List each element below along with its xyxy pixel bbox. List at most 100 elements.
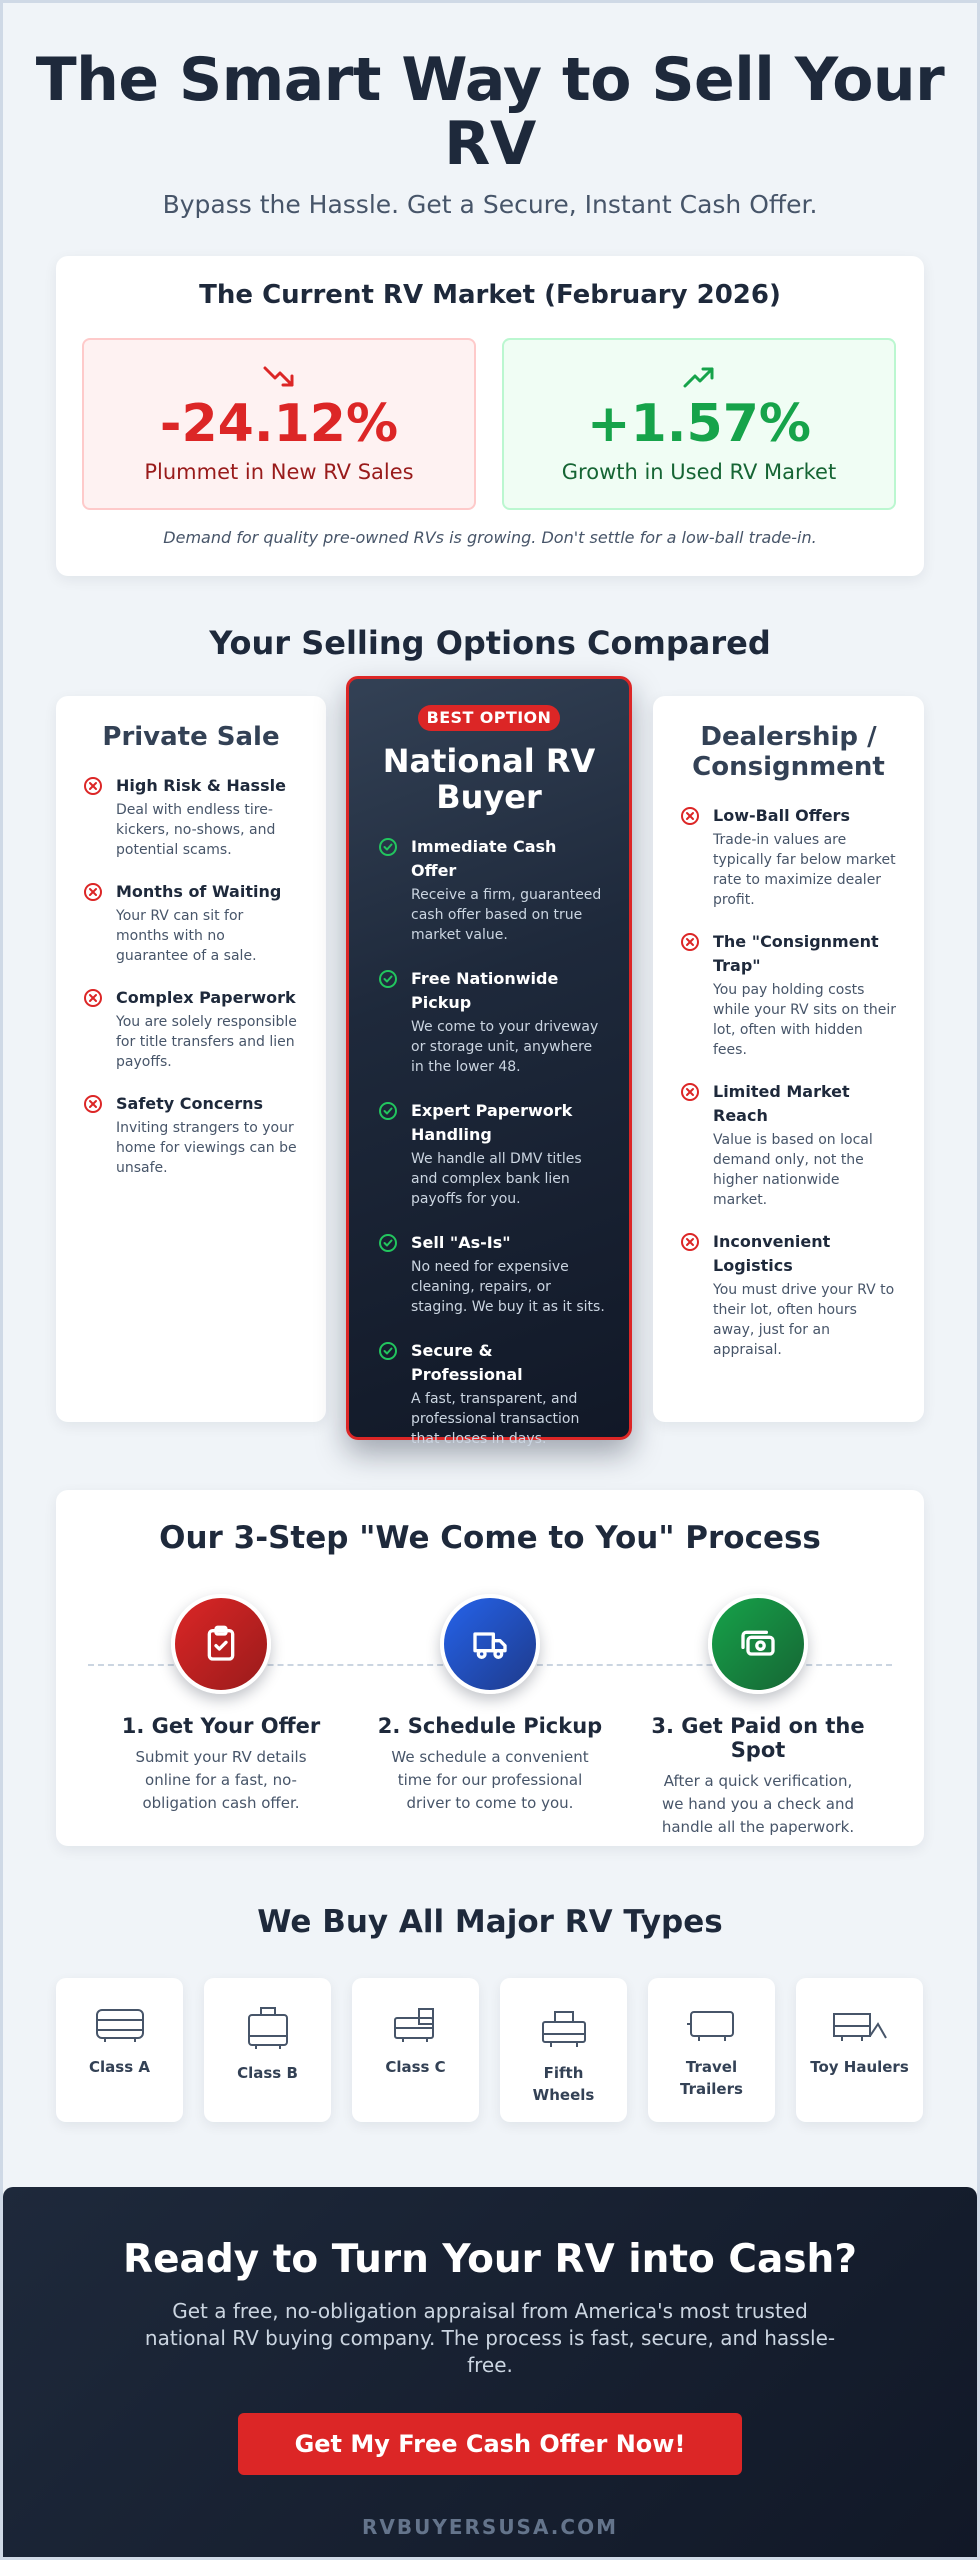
rv-types-title: We Buy All Major RV Types: [257, 1904, 723, 1940]
step-title: 2. Schedule Pickup: [377, 1714, 603, 1738]
feature-description: No need for expensive cleaning, repairs,…: [411, 1259, 605, 1315]
new-sales-label: Plummet in New RV Sales: [144, 460, 414, 484]
x-circle-icon: [679, 1231, 701, 1253]
rv-type-card[interactable]: Fifth Wheels: [500, 1978, 627, 2122]
cta-title: Ready to Turn Your RV into Cash?: [123, 2237, 857, 2282]
feature-title: Months of Waiting: [116, 882, 282, 901]
national-buyer-card: BEST OPTION National RV Buyer Immediate …: [346, 676, 632, 1447]
national-buyer-title: National RV Buyer: [382, 742, 596, 816]
feature-item: Expert Paperwork Handling We handle all D…: [377, 1099, 605, 1209]
feature-title: Expert Paperwork Handling: [411, 1101, 573, 1144]
check-circle-icon: [377, 836, 399, 858]
check-circle-icon: [377, 968, 399, 990]
brand-footer: RVBUYERSUSA.COM: [362, 2515, 618, 2539]
process-step: 1. Get Your Offer Submit your RV details…: [87, 1594, 355, 1815]
feature-title: High Risk & Hassle: [116, 776, 286, 795]
x-circle-icon: [679, 805, 701, 827]
process-step: 2. Schedule Pickup We schedule a conveni…: [356, 1594, 624, 1815]
clipboard-check-icon: [171, 1594, 271, 1694]
check-circle-icon: [377, 1340, 399, 1362]
feature-title: Inconvenient Logistics: [713, 1232, 831, 1275]
step-description: Submit your RV details online for a fast…: [135, 1748, 307, 1812]
check-circle-icon: [377, 1100, 399, 1122]
toy-hauler-icon: [832, 2013, 887, 2041]
feature-title: Complex Paperwork: [116, 988, 296, 1007]
step-description: We schedule a convenient time for our pr…: [391, 1748, 589, 1812]
feature-item: The "Consignment Trap"You pay holding co…: [679, 930, 898, 1060]
rv-type-card[interactable]: Toy Haulers: [796, 1978, 923, 2122]
x-circle-icon: [82, 881, 104, 903]
used-sales-label: Growth in Used RV Market: [561, 460, 837, 484]
step-description: After a quick verification, we hand you …: [661, 1772, 855, 1836]
feature-title: Safety Concerns: [116, 1094, 264, 1113]
trending-down-icon: [84, 364, 474, 392]
process-card: Our 3-Step "We Come to You" Process 1. G…: [56, 1490, 924, 1846]
feature-description: We handle all DMV titles and complex ban…: [411, 1151, 582, 1207]
feature-item: Free Nationwide Pickup We come to your dr…: [377, 967, 605, 1077]
rv-type-label: Toy Haulers: [810, 2058, 909, 2076]
new-sales-stat: -24.12% Plummet in New RV Sales: [82, 338, 476, 510]
class-b-icon: [247, 2007, 288, 2049]
rv-type-card[interactable]: Class A: [56, 1978, 183, 2122]
market-card: The Current RV Market (February 2026) -2…: [56, 256, 924, 576]
new-sales-value: -24.12%: [159, 394, 399, 454]
dealership-card: Dealership / Consignment Low-Ball Offers…: [653, 696, 924, 1422]
hero-subtitle: Bypass the Hassle. Get a Secure, Instant…: [162, 190, 818, 219]
x-circle-icon: [679, 931, 701, 953]
cta-section: Ready to Turn Your RV into Cash? Get a f…: [3, 2187, 977, 2557]
fifth-wheel-icon: [541, 2011, 586, 2047]
cash-icon: [708, 1594, 808, 1694]
hero: The Smart Way to Sell Your RV Bypass the…: [0, 48, 980, 219]
check-circle-icon: [377, 1232, 399, 1254]
feature-description: Value is based on local demand only, not…: [713, 1132, 873, 1208]
feature-description: You pay holding costs while your RV sits…: [713, 982, 897, 1058]
feature-title: Free Nationwide Pickup: [411, 969, 559, 1012]
x-circle-icon: [82, 1093, 104, 1115]
market-title: The Current RV Market (February 2026): [199, 280, 781, 310]
process-title: Our 3-Step "We Come to You" Process: [159, 1520, 821, 1556]
dealership-title: Dealership / Consignment: [692, 722, 885, 782]
rv-type-card[interactable]: Class B: [204, 1978, 331, 2122]
private-sale-title: Private Sale: [102, 722, 280, 752]
page-title: The Smart Way to Sell Your RV: [35, 45, 945, 179]
trending-up-icon: [504, 364, 894, 392]
travel-trailer-icon: [686, 2011, 734, 2041]
step-title: 3. Get Paid on the Spot: [651, 1714, 865, 1762]
x-circle-icon: [679, 1081, 701, 1103]
cta-subtitle: Get a free, no-obligation appraisal from…: [144, 2299, 836, 2377]
class-a-icon: [95, 2009, 144, 2042]
rv-type-card[interactable]: Class C: [352, 1978, 479, 2122]
used-sales-value: +1.57%: [587, 394, 811, 454]
feature-item: Sell "As-Is" No need for expensive cleani…: [377, 1231, 605, 1317]
feature-description: A fast, transparent, and professional tr…: [411, 1391, 580, 1447]
rv-type-label: Fifth Wheels: [532, 2064, 595, 2104]
feature-description: You must drive your RV to their lot, oft…: [713, 1282, 895, 1358]
options-title: Your Selling Options Compared: [209, 624, 771, 662]
x-circle-icon: [82, 987, 104, 1009]
feature-description: We come to your driveway or storage unit…: [411, 1019, 599, 1075]
used-sales-stat: +1.57% Growth in Used RV Market: [502, 338, 896, 510]
feature-title: Low-Ball Offers: [713, 806, 850, 825]
feature-description: Your RV can sit for months with no guara…: [116, 908, 257, 964]
feature-description: Trade-in values are typically far below …: [713, 832, 896, 908]
feature-title: Immediate Cash Offer: [411, 837, 557, 880]
process-step: 3. Get Paid on the Spot After a quick ve…: [624, 1594, 892, 1839]
best-option-badge: BEST OPTION: [418, 705, 560, 731]
feature-description: Receive a firm, guaranteed cash offer ba…: [411, 887, 602, 943]
rv-type-card[interactable]: Travel Trailers: [648, 1978, 775, 2122]
feature-description: Inviting strangers to your home for view…: [116, 1120, 297, 1176]
rv-type-label: Travel Trailers: [680, 2058, 743, 2098]
get-offer-button[interactable]: Get My Free Cash Offer Now!: [238, 2413, 742, 2475]
market-note: Demand for quality pre-owned RVs is grow…: [163, 528, 817, 547]
step-title: 1. Get Your Offer: [121, 1714, 321, 1738]
feature-title: Sell "As-Is": [411, 1233, 511, 1252]
rv-type-label: Class B: [237, 2064, 298, 2082]
